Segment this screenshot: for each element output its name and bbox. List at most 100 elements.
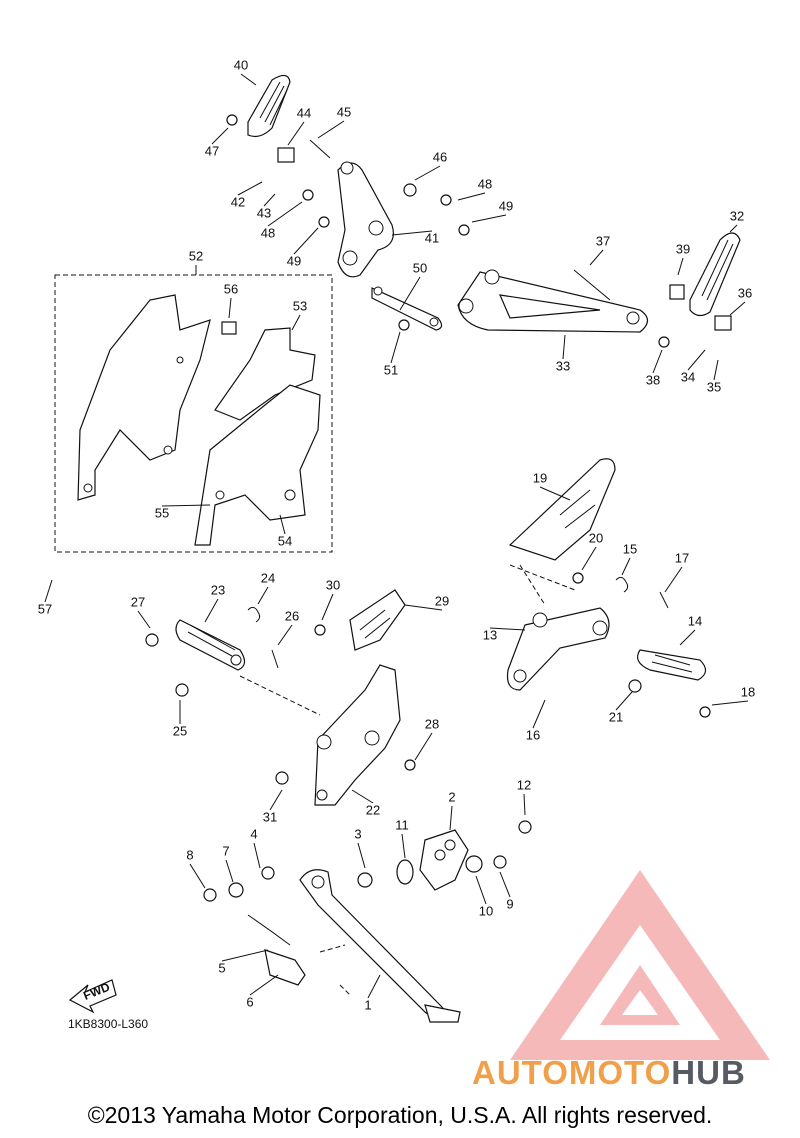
leader-line [44, 579, 53, 603]
leader-line [161, 504, 211, 507]
leader-line [257, 586, 269, 605]
callout-number: 31 [263, 809, 277, 824]
callout-number: 4 [250, 826, 257, 841]
sidestand-assembly [203, 820, 532, 1023]
leader-line [621, 557, 631, 576]
callout-number: 22 [366, 802, 380, 817]
leader-line [615, 691, 633, 711]
leader-line [391, 230, 433, 236]
callout-number: 57 [38, 601, 52, 616]
leader-line [679, 629, 696, 646]
leader-line [711, 700, 749, 706]
leader-line [287, 121, 305, 146]
leader-line [489, 627, 526, 631]
callout-number: 55 [155, 505, 169, 520]
leader-line [279, 514, 286, 535]
callout-number: 9 [506, 896, 513, 911]
callout-number: 10 [479, 903, 493, 918]
callout-number: 14 [688, 613, 702, 628]
leader-line [221, 949, 269, 962]
callout-number: 42 [231, 194, 245, 209]
callout-number: 23 [211, 582, 225, 597]
callout-number: 29 [435, 593, 449, 608]
callout-number: 49 [499, 198, 513, 213]
watermark-logo [510, 870, 770, 1060]
leader-line [664, 566, 683, 593]
callout-number: 44 [297, 105, 311, 120]
rider-footrest-assembly [226, 74, 741, 348]
diagram-code: 1KB8300-L360 [68, 1017, 148, 1031]
callout-number: 28 [425, 716, 439, 731]
left-footrest-assembly [145, 589, 416, 806]
callout-number: 54 [278, 533, 292, 548]
callout-number: 50 [413, 260, 427, 275]
callout-number: 48 [261, 225, 275, 240]
leader-line [204, 598, 219, 623]
leader-line [291, 314, 301, 331]
leader-line [253, 842, 261, 869]
leader-line [457, 192, 486, 201]
callout-number: 32 [730, 208, 744, 223]
callout-number: 26 [285, 608, 299, 623]
leader-line [351, 789, 374, 804]
leader-line [499, 871, 511, 898]
leader-line [263, 193, 276, 207]
leader-line [277, 624, 293, 646]
callout-number: 41 [425, 230, 439, 245]
callout-number: 1 [364, 997, 371, 1012]
leader-line [471, 214, 507, 223]
callout-number: 11 [395, 817, 409, 832]
leader-line [269, 789, 283, 811]
callout-number: 21 [609, 709, 623, 724]
callout-number: 27 [131, 594, 145, 609]
leader-line [357, 842, 366, 869]
leader-line [321, 593, 334, 621]
leader-line [211, 127, 229, 145]
callout-labels: 1234567891011121314151617181920212223242… [38, 57, 755, 1012]
leader-line [729, 301, 746, 316]
callout-number: 34 [681, 369, 695, 384]
callout-number: 19 [533, 470, 547, 485]
callout-number: 53 [293, 298, 307, 313]
callout-number: 46 [433, 149, 447, 164]
leader-line [240, 73, 257, 86]
callout-number: 45 [337, 104, 351, 119]
callout-number: 40 [234, 57, 248, 72]
leader-line [523, 793, 526, 816]
callout-number: 13 [483, 627, 497, 642]
leader-line [228, 297, 232, 319]
leader-line [189, 863, 206, 889]
leader-line [414, 732, 433, 761]
callout-number: 25 [173, 723, 187, 738]
callout-number: 33 [556, 358, 570, 373]
leader-line [589, 249, 604, 266]
callout-number: 15 [623, 541, 637, 556]
callout-number: 3 [354, 826, 361, 841]
leader-line [581, 546, 597, 571]
leader-line [367, 974, 381, 999]
callout-number: 16 [526, 727, 540, 742]
leader-line [652, 349, 663, 374]
leader-line [729, 224, 738, 233]
leader-line [225, 859, 234, 883]
leader-line [475, 875, 487, 905]
leader-line [687, 349, 706, 371]
callout-number: 30 [326, 577, 340, 592]
leader-line [677, 257, 684, 276]
callout-number: 49 [287, 253, 301, 268]
callout-number: 38 [646, 372, 660, 387]
callout-number: 37 [596, 233, 610, 248]
leader-line [539, 486, 571, 501]
callout-number: 20 [589, 530, 603, 545]
leader-line [449, 805, 453, 831]
callout-number: 51 [384, 362, 398, 377]
side-cover-parts [77, 294, 321, 546]
leader-line [404, 604, 443, 611]
leader-line [562, 334, 566, 360]
leader-line [267, 201, 303, 227]
callout-number: 56 [224, 281, 238, 296]
callout-leaders [44, 73, 749, 999]
fwd-arrow-icon: FWD [68, 979, 117, 1014]
leader-line [237, 181, 263, 196]
